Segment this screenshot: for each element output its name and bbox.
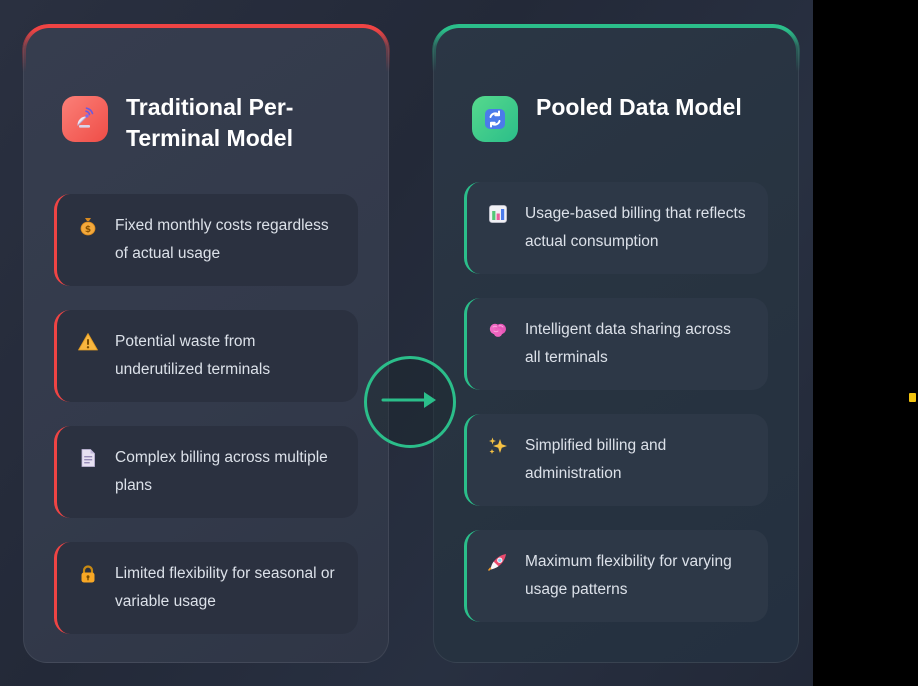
list-item-limited-flexibility: Limited flexibility for seasonal or vari… [54,542,358,634]
list-item-maximum-flexibility: Maximum flexibility for varying usage pa… [464,530,768,622]
transition-arrow-circle [364,356,456,448]
lock-icon [77,563,99,585]
list-item-text: Maximum flexibility for varying usage pa… [525,553,732,598]
card-title-pooled: Pooled Data Model [536,94,742,120]
rocket-icon [487,551,509,573]
list-item-complex-billing: Complex billing across multiple plans [54,426,358,518]
list-item-text: Fixed monthly costs regardless of actual… [115,217,329,262]
list-item-text: Simplified billing and administration [525,437,667,482]
card-header: Traditional Per-Terminal Model [62,92,358,154]
list-item-data-sharing: Intelligent data sharing across all term… [464,298,768,390]
list-item-usage-billing: Usage-based billing that reflects actual… [464,182,768,274]
document-icon [77,447,99,469]
card-title-traditional: Traditional Per-Terminal Model [126,94,294,151]
satellite-dish-icon [62,96,108,142]
list-item-text: Complex billing across multiple plans [115,449,328,494]
comparison-diagram: Traditional Per-Terminal Model $ Fixed m… [0,0,813,686]
refresh-icon [472,96,518,142]
card-pooled-model: Pooled Data Model Usage-based billing th… [433,27,799,663]
edge-marker-dot [909,393,916,402]
warning-icon [77,331,99,353]
svg-text:$: $ [85,225,91,235]
list-item-text: Limited flexibility for seasonal or vari… [115,565,335,610]
card-header: Pooled Data Model [472,92,768,142]
list-item-text: Intelligent data sharing across all term… [525,321,731,366]
list-item-text: Usage-based billing that reflects actual… [525,205,746,250]
pooled-items-list: Usage-based billing that reflects actual… [464,182,768,622]
list-item-potential-waste: Potential waste from underutilized termi… [54,310,358,402]
list-item-simplified-billing: Simplified billing and administration [464,414,768,506]
sparkles-icon [487,435,509,457]
list-item-fixed-costs: $ Fixed monthly costs regardless of actu… [54,194,358,286]
card-traditional-model: Traditional Per-Terminal Model $ Fixed m… [23,27,389,663]
brain-icon [487,319,509,341]
traditional-items-list: $ Fixed monthly costs regardless of actu… [54,194,358,634]
list-item-text: Potential waste from underutilized termi… [115,333,271,378]
bar-chart-icon [487,203,509,225]
money-bag-icon: $ [77,215,99,237]
arrow-right-icon [379,388,441,417]
